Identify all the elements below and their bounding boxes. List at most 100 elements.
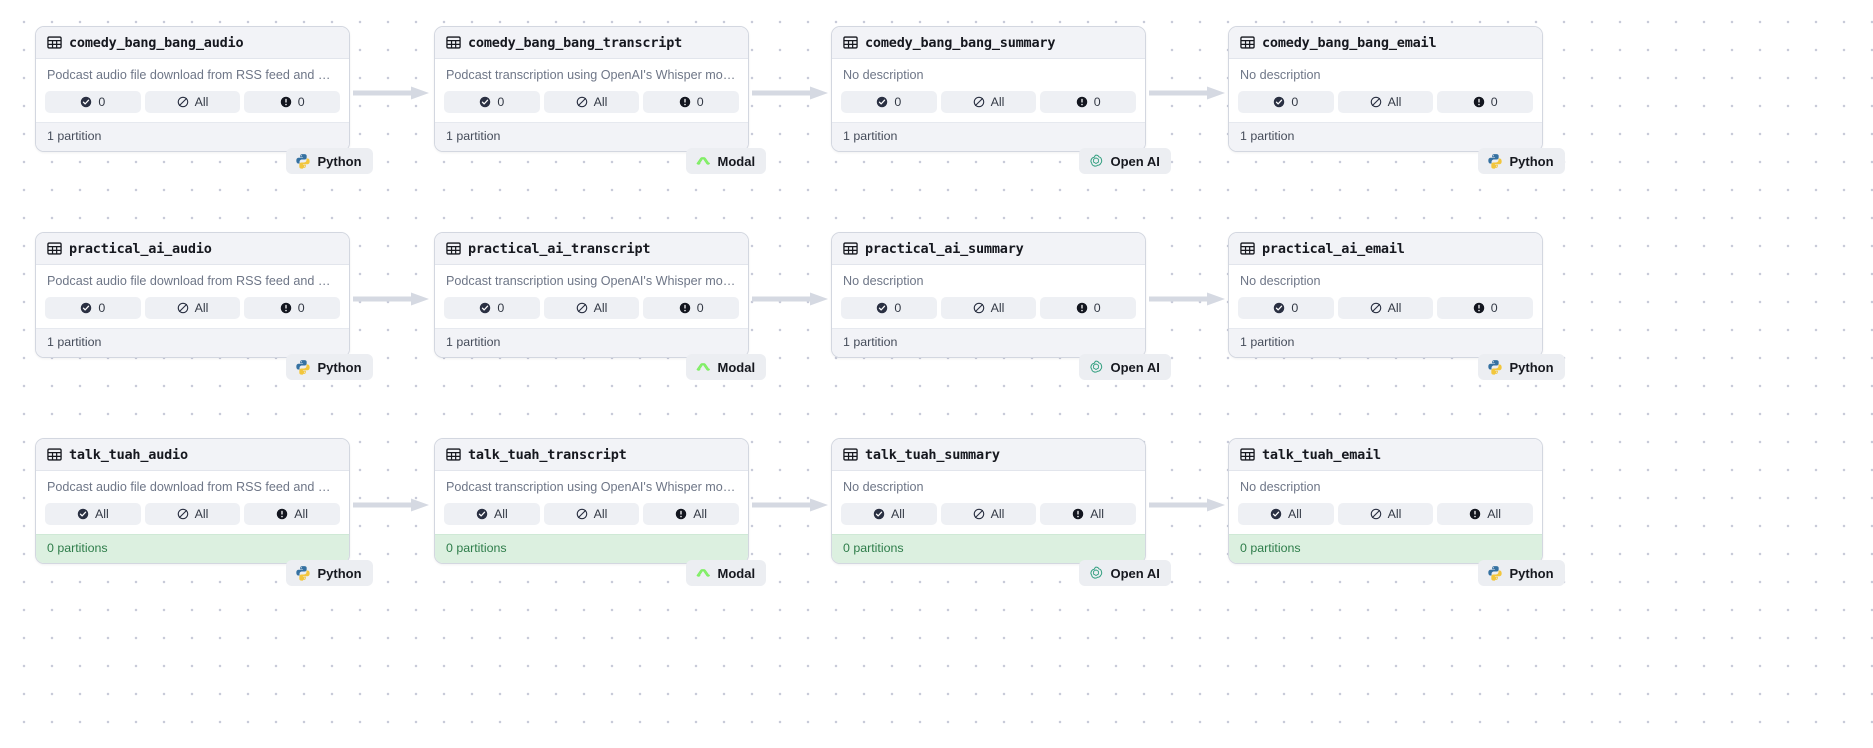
asset-node-practical_ai_email[interactable]: practical_ai_email No description 0 All	[1228, 232, 1543, 358]
node-header[interactable]: talk_tuah_transcript	[435, 439, 748, 471]
node-body: No description All All All	[1229, 471, 1542, 534]
status-badge-check-circle[interactable]: 0	[444, 91, 540, 113]
status-badge-exclamation-circle[interactable]: All	[1040, 503, 1137, 525]
openai-logo-icon	[1089, 154, 1102, 167]
asset-node-practical_ai_transcript[interactable]: practical_ai_transcript Podcast transcri…	[434, 232, 749, 358]
status-badge-slash-circle[interactable]: All	[543, 91, 640, 113]
provider-tag-open-ai[interactable]: Open AI	[1078, 148, 1171, 174]
graph-edge-practical_ai_summary-to-practical_ai_email	[1149, 292, 1227, 306]
node-header[interactable]: talk_tuah_audio	[36, 439, 349, 471]
asset-node-talk_tuah_summary[interactable]: talk_tuah_summary No description All All	[831, 438, 1146, 564]
provider-tag-open-ai[interactable]: Open AI	[1078, 354, 1171, 380]
status-badge-check-circle[interactable]: 0	[1238, 297, 1334, 319]
status-badge-exclamation-circle[interactable]: All	[244, 503, 341, 525]
asset-node-comedy_bang_bang_email[interactable]: comedy_bang_bang_email No description 0 …	[1228, 26, 1543, 152]
node-header[interactable]: comedy_bang_bang_audio	[36, 27, 349, 59]
provider-tag-label: Python	[1509, 565, 1554, 581]
status-badge-check-circle[interactable]: 0	[841, 297, 937, 319]
slash-circle-icon	[576, 302, 587, 314]
asset-node-comedy_bang_bang_audio[interactable]: comedy_bang_bang_audio Podcast audio fil…	[35, 26, 350, 152]
status-badge-slash-circle[interactable]: All	[144, 503, 241, 525]
node-title: comedy_bang_bang_transcript	[468, 34, 683, 51]
status-badge-row: All All All	[841, 496, 1137, 534]
status-badge-exclamation-circle[interactable]: 0	[1040, 297, 1137, 319]
asset-node-talk_tuah_audio[interactable]: talk_tuah_audio Podcast audio file downl…	[35, 438, 350, 564]
status-badge-slash-circle[interactable]: All	[144, 91, 241, 113]
node-header[interactable]: practical_ai_transcript	[435, 233, 748, 265]
status-badge-row: All All All	[1238, 496, 1534, 534]
status-badge-row: 0 All 0	[1238, 290, 1534, 328]
status-badge-slash-circle[interactable]: All	[1337, 503, 1434, 525]
status-badge-exclamation-circle[interactable]: 0	[1040, 91, 1137, 113]
status-badge-check-circle[interactable]: 0	[444, 297, 540, 319]
status-badge-check-circle[interactable]: 0	[1238, 91, 1334, 113]
status-badge-slash-circle[interactable]: All	[1337, 297, 1434, 319]
status-badge-slash-circle[interactable]: All	[543, 503, 640, 525]
node-header[interactable]: comedy_bang_bang_email	[1229, 27, 1542, 59]
node-header[interactable]: comedy_bang_bang_transcript	[435, 27, 748, 59]
status-badge-row: All All All	[45, 496, 341, 534]
check-circle-icon	[1274, 96, 1285, 108]
asset-node-talk_tuah_email[interactable]: talk_tuah_email No description All All	[1228, 438, 1543, 564]
slash-circle-icon	[177, 302, 188, 314]
provider-tag-modal[interactable]: Modal	[685, 148, 767, 174]
provider-tag-python[interactable]: Python	[1477, 354, 1565, 380]
exclamation-circle-icon	[1076, 96, 1087, 108]
status-badge-value: All	[1387, 507, 1402, 521]
asset-node-practical_ai_audio[interactable]: practical_ai_audio Podcast audio file do…	[35, 232, 350, 358]
status-badge-exclamation-circle[interactable]: All	[643, 503, 740, 525]
status-badge-check-circle[interactable]: All	[841, 503, 937, 525]
status-badge-value: 0	[894, 95, 902, 109]
node-header[interactable]: comedy_bang_bang_summary	[832, 27, 1145, 59]
status-badge-check-circle[interactable]: 0	[45, 297, 141, 319]
table-icon	[843, 36, 858, 49]
status-badge-check-circle[interactable]: All	[45, 503, 141, 525]
status-badge-exclamation-circle[interactable]: All	[1437, 503, 1534, 525]
status-badge-slash-circle[interactable]: All	[940, 503, 1037, 525]
check-circle-icon	[877, 96, 888, 108]
node-header[interactable]: practical_ai_audio	[36, 233, 349, 265]
provider-tag-python[interactable]: Python	[285, 148, 373, 174]
status-badge-slash-circle[interactable]: All	[144, 297, 241, 319]
graph-edge-talk_tuah_audio-to-talk_tuah_transcript	[353, 498, 431, 512]
provider-tag-modal[interactable]: Modal	[685, 354, 767, 380]
provider-tag-open-ai[interactable]: Open AI	[1078, 560, 1171, 586]
python-logo-icon	[295, 360, 310, 375]
asset-node-practical_ai_summary[interactable]: practical_ai_summary No description 0 Al…	[831, 232, 1146, 358]
status-badge-check-circle[interactable]: All	[1238, 503, 1334, 525]
status-badge-exclamation-circle[interactable]: 0	[643, 297, 740, 319]
status-badge-slash-circle[interactable]: All	[940, 91, 1037, 113]
provider-tag-python[interactable]: Python	[285, 560, 373, 586]
node-header[interactable]: talk_tuah_summary	[832, 439, 1145, 471]
status-badge-value: 0	[1490, 95, 1498, 109]
asset-node-comedy_bang_bang_transcript[interactable]: comedy_bang_bang_transcript Podcast tran…	[434, 26, 749, 152]
modal-logo-icon	[696, 569, 710, 577]
slash-circle-icon	[973, 508, 984, 520]
status-badge-slash-circle[interactable]: All	[940, 297, 1037, 319]
node-header[interactable]: practical_ai_email	[1229, 233, 1542, 265]
status-badge-exclamation-circle[interactable]: 0	[643, 91, 740, 113]
node-description: No description	[843, 274, 924, 288]
provider-tag-python[interactable]: Python	[285, 354, 373, 380]
node-title: talk_tuah_summary	[865, 446, 1000, 463]
status-badge-exclamation-circle[interactable]: 0	[244, 91, 341, 113]
status-badge-exclamation-circle[interactable]: 0	[1437, 91, 1534, 113]
node-header[interactable]: practical_ai_summary	[832, 233, 1145, 265]
provider-tag-python[interactable]: Python	[1477, 560, 1565, 586]
asset-node-comedy_bang_bang_summary[interactable]: comedy_bang_bang_summary No description …	[831, 26, 1146, 152]
status-badge-slash-circle[interactable]: All	[543, 297, 640, 319]
status-badge-check-circle[interactable]: 0	[841, 91, 937, 113]
node-partition-footer: 1 partition	[1229, 122, 1542, 151]
node-header[interactable]: talk_tuah_email	[1229, 439, 1542, 471]
provider-tag-python[interactable]: Python	[1477, 148, 1565, 174]
check-circle-icon	[877, 302, 888, 314]
status-badge-exclamation-circle[interactable]: 0	[1437, 297, 1534, 319]
slash-circle-icon	[576, 96, 587, 108]
status-badge-exclamation-circle[interactable]: 0	[244, 297, 341, 319]
asset-node-talk_tuah_transcript[interactable]: talk_tuah_transcript Podcast transcripti…	[434, 438, 749, 564]
provider-tag-modal[interactable]: Modal	[685, 560, 767, 586]
status-badge-check-circle[interactable]: All	[444, 503, 540, 525]
status-badge-slash-circle[interactable]: All	[1337, 91, 1434, 113]
status-badge-check-circle[interactable]: 0	[45, 91, 141, 113]
